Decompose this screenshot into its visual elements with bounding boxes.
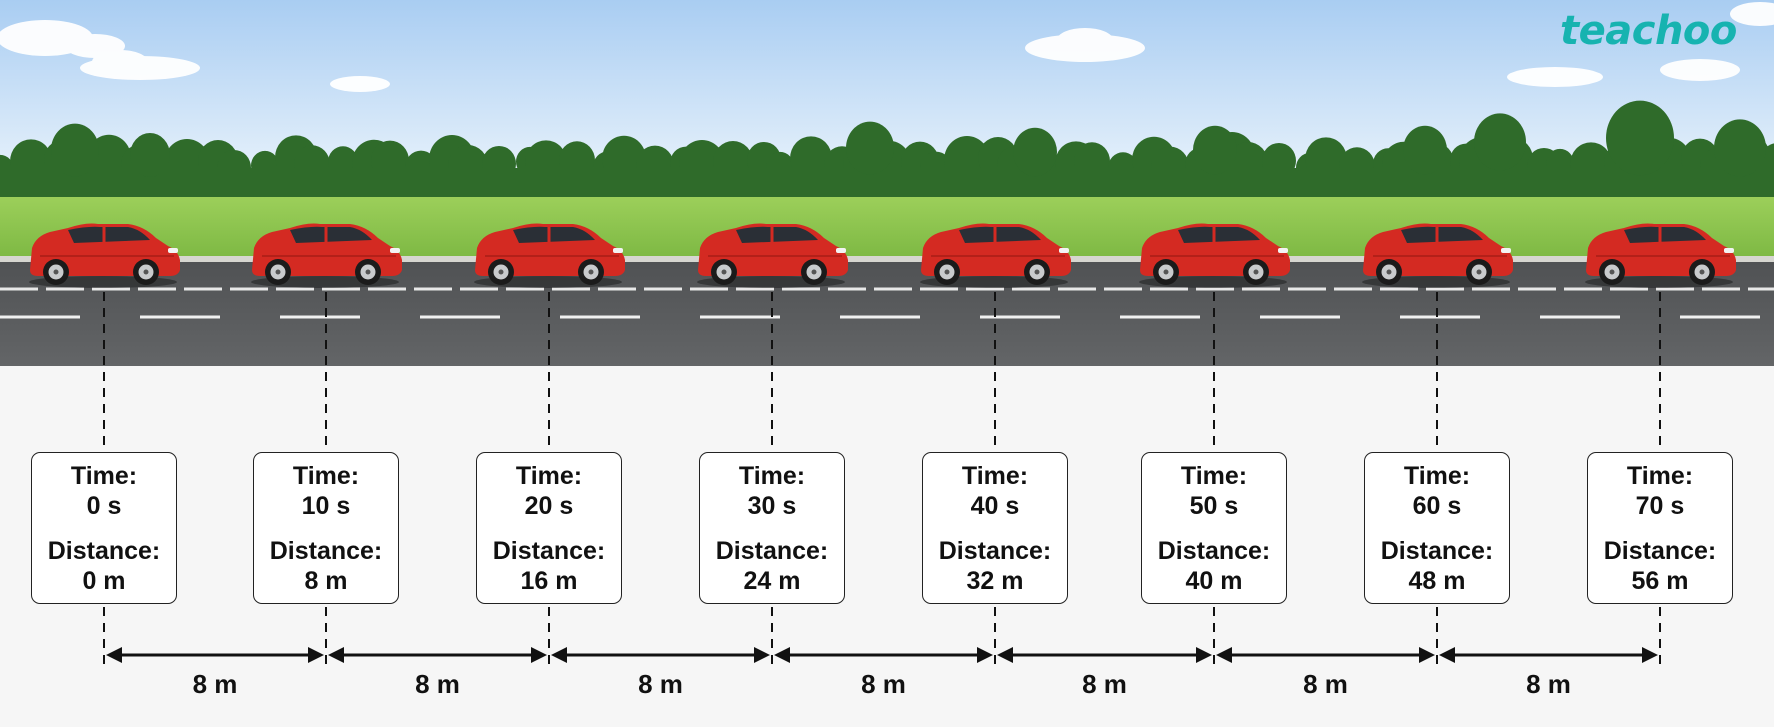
car <box>474 223 625 288</box>
distance-label: Distance: <box>938 537 1052 565</box>
arrowhead-left <box>1439 647 1455 663</box>
arrowhead-left <box>774 647 790 663</box>
arrowhead-left <box>106 647 122 663</box>
distance-value: 40 m <box>1185 567 1243 595</box>
road-curb <box>0 256 1774 262</box>
time-label: Time: <box>292 462 360 490</box>
tall-tree <box>51 123 99 177</box>
distance-label: Distance: <box>47 537 161 565</box>
gap-label: 8 m <box>861 669 906 699</box>
tall-tree <box>130 133 170 177</box>
car <box>1139 223 1290 288</box>
gap-label: 8 m <box>415 669 460 699</box>
distance-value: 8 m <box>304 567 348 595</box>
distance-value: 56 m <box>1631 567 1689 595</box>
tall-tree <box>1193 125 1237 175</box>
gap-label: 8 m <box>638 669 683 699</box>
tall-tree <box>1606 100 1674 176</box>
distance-arrow <box>551 647 770 663</box>
arrowhead-right <box>1642 647 1658 663</box>
tall-tree <box>1013 127 1057 177</box>
gap-label: 8 m <box>1303 669 1348 699</box>
distance-label: Distance: <box>1157 537 1271 565</box>
arrowhead-right <box>977 647 993 663</box>
arrowhead-left <box>328 647 344 663</box>
car <box>251 223 402 288</box>
car <box>1362 223 1513 288</box>
distance-arrow <box>774 647 993 663</box>
time-label: Time: <box>515 462 583 490</box>
car <box>697 223 848 288</box>
time-value: 30 s <box>747 492 797 520</box>
time-label: Time: <box>961 462 1029 490</box>
dashed-guides <box>103 292 1661 668</box>
info-box: Time:50 s Distance:40 m <box>1141 452 1287 604</box>
road <box>0 262 1774 366</box>
gap-label: 8 m <box>192 669 238 699</box>
cars <box>29 223 1736 288</box>
gap-label: 8 m <box>1082 669 1127 699</box>
arrowhead-right <box>1419 647 1435 663</box>
arrowhead-left <box>551 647 567 663</box>
distance-value: 24 m <box>743 567 801 595</box>
tall-tree <box>1403 125 1447 175</box>
info-box: Time:0 s Distance:0 m <box>31 452 177 604</box>
time-value: 40 s <box>970 492 1020 520</box>
arrowhead-left <box>1216 647 1232 663</box>
tall-tree <box>1714 119 1766 177</box>
distance-arrow <box>1216 647 1435 663</box>
distance-value: 48 m <box>1408 567 1466 595</box>
distance-value: 0 m <box>82 567 126 595</box>
info-box: Time:30 s Distance:24 m <box>699 452 845 604</box>
gap-label: 8 m <box>1526 669 1571 699</box>
info-box: Time:70 s Distance:56 m <box>1587 452 1733 604</box>
time-label: Time: <box>1403 462 1471 490</box>
time-label: Time: <box>1180 462 1248 490</box>
arrowhead-right <box>531 647 547 663</box>
info-box: Time:20 s Distance:16 m <box>476 452 622 604</box>
time-value: 70 s <box>1635 492 1685 520</box>
distance-label: Distance: <box>1380 537 1494 565</box>
arrowhead-right <box>754 647 770 663</box>
arrowhead-left <box>997 647 1013 663</box>
distance-arrow <box>106 647 324 663</box>
distance-label: Distance: <box>492 537 606 565</box>
arrowhead-right <box>308 647 324 663</box>
tall-tree <box>846 121 894 175</box>
teachoo-logo: teachoo <box>1560 8 1737 54</box>
info-box: Time:10 s Distance:8 m <box>253 452 399 604</box>
arrowhead-right <box>1196 647 1212 663</box>
car <box>29 223 180 288</box>
info-box: Time:60 s Distance:48 m <box>1364 452 1510 604</box>
time-label: Time: <box>1626 462 1694 490</box>
distance-label: Distance: <box>715 537 829 565</box>
info-box: Time:40 s Distance:32 m <box>922 452 1068 604</box>
distance-value: 16 m <box>520 567 578 595</box>
time-value: 60 s <box>1412 492 1462 520</box>
car <box>1585 223 1736 288</box>
distance-label: Distance: <box>269 537 383 565</box>
time-label: Time: <box>738 462 806 490</box>
tall-tree <box>1474 113 1526 171</box>
tree-base <box>0 168 1774 198</box>
time-value: 50 s <box>1189 492 1239 520</box>
distance-arrow <box>997 647 1212 663</box>
distance-label: Distance: <box>1603 537 1717 565</box>
distance-arrow <box>1439 647 1658 663</box>
tree-line <box>0 100 1774 198</box>
time-label: Time: <box>70 462 138 490</box>
time-value: 10 s <box>301 492 351 520</box>
car <box>920 223 1071 288</box>
distance-arrows <box>106 647 1658 663</box>
time-value: 20 s <box>524 492 574 520</box>
distance-value: 32 m <box>966 567 1024 595</box>
time-value: 0 s <box>86 492 122 520</box>
distance-arrow <box>328 647 547 663</box>
clouds <box>0 2 1774 92</box>
